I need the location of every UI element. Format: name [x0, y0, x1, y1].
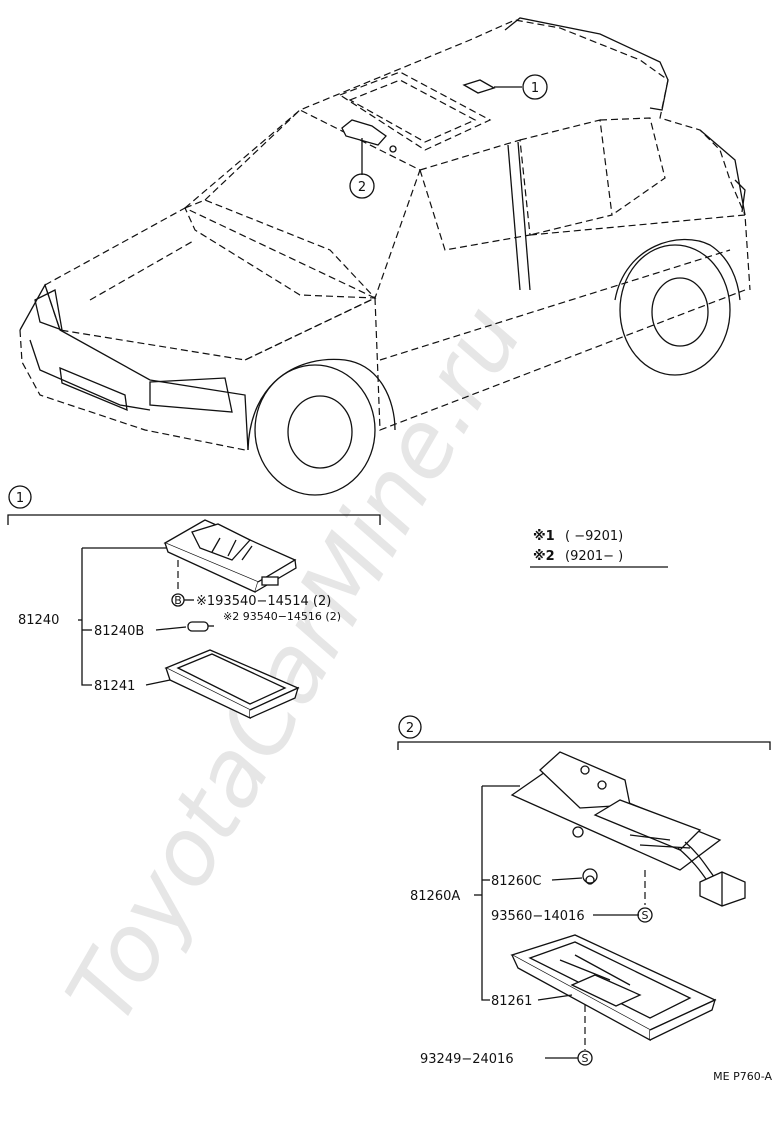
- legend-note-1: ( −9201): [565, 529, 623, 544]
- lens-81241: [164, 649, 300, 720]
- vehicle-illustration: [19, 17, 751, 496]
- svg-text:※2: ※2: [533, 549, 555, 564]
- section-2: 2 81260A 81260C 93560−: [397, 715, 771, 1067]
- svg-text:S: S: [582, 1052, 589, 1065]
- svg-text:1: 1: [16, 491, 24, 506]
- part-81241: 81241: [94, 679, 135, 694]
- svg-text:2: 2: [406, 721, 414, 736]
- part-81260C: 81260C: [491, 874, 541, 889]
- screw-mark-2-icon: [577, 1050, 593, 1066]
- svg-text:S: S: [642, 909, 649, 922]
- lamp-housing-81240: [163, 519, 297, 593]
- bulb-note-1: ※193540−14514 (2): [196, 594, 331, 609]
- svg-text:1: 1: [531, 81, 539, 96]
- section-2-badge: [398, 715, 422, 739]
- svg-text:2: 2: [358, 180, 366, 195]
- svg-text:B: B: [174, 594, 182, 607]
- part-81240B: 81240B: [94, 624, 144, 639]
- legend-note-2: (9201− ): [565, 549, 623, 564]
- part-93249-24016: 93249−24016: [420, 1052, 514, 1067]
- part-81261: 81261: [491, 994, 532, 1009]
- part-81240: 81240: [18, 613, 59, 628]
- svg-text:※1: ※1: [533, 529, 555, 544]
- car-callout-1: 1: [494, 74, 548, 100]
- bulb-note-2: ※2 93540−14516 (2): [223, 610, 341, 623]
- bulb-icon: [187, 621, 214, 632]
- part-93560-14016: 93560−14016: [491, 909, 585, 924]
- part-81260A: 81260A: [410, 889, 460, 904]
- diagram-code: ME P760-A: [713, 1070, 772, 1083]
- lens-81261: [510, 934, 717, 1042]
- variant-legend: ※1 ( −9201) ※2 (9201− ): [530, 529, 668, 568]
- section-1-badge: [8, 485, 32, 509]
- car-callout-2: 2: [349, 138, 375, 199]
- section-1: 1 B ※193540−14514 (2) ※2 93540−14516 (2): [7, 485, 381, 720]
- lamp-housing-81260A: [510, 751, 746, 907]
- watermark-text: ToyotaCarMine.ru: [46, 288, 543, 1041]
- screw-mark-1-icon: [637, 907, 653, 923]
